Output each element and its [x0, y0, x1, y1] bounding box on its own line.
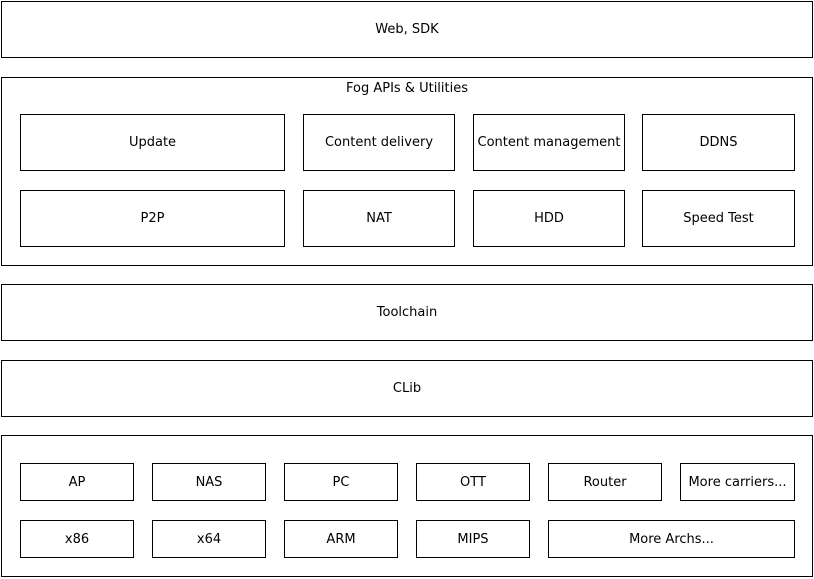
carrier-router-label: Router — [583, 474, 627, 490]
module-p2p: P2P — [20, 190, 285, 247]
layer-web-sdk: Web, SDK — [1, 1, 813, 58]
arch-mips-label: MIPS — [457, 531, 489, 547]
module-speed-test: Speed Test — [642, 190, 795, 247]
fog-apis-title: Fog APIs & Utilities — [345, 81, 469, 96]
arch-x64-label: x64 — [196, 531, 222, 547]
arch-more-label: More Archs... — [629, 531, 714, 547]
carrier-ap-label: AP — [68, 474, 86, 490]
module-hdd: HDD — [473, 190, 625, 247]
carrier-more: More carriers... — [680, 463, 795, 501]
arch-x86-label: x86 — [64, 531, 90, 547]
arch-arm-label: ARM — [326, 531, 356, 547]
layer-web-sdk-label: Web, SDK — [375, 22, 439, 37]
module-nat-label: NAT — [366, 211, 392, 226]
carrier-ott-label: OTT — [460, 474, 486, 490]
module-nat: NAT — [303, 190, 455, 247]
module-content-delivery: Content delivery — [303, 114, 455, 171]
module-content-delivery-label: Content delivery — [324, 135, 434, 150]
module-speed-test-label: Speed Test — [683, 211, 754, 226]
layer-toolchain-label: Toolchain — [376, 305, 438, 320]
carrier-ap: AP — [20, 463, 134, 501]
module-update-label: Update — [128, 135, 177, 150]
carrier-pc: PC — [284, 463, 398, 501]
carrier-router: Router — [548, 463, 662, 501]
carrier-pc-label: PC — [332, 474, 350, 490]
module-p2p-label: P2P — [140, 211, 165, 226]
module-hdd-label: HDD — [534, 211, 564, 226]
layer-clib: CLib — [1, 360, 813, 417]
layer-clib-label: CLib — [392, 381, 422, 396]
module-content-management-label: Content management — [477, 135, 621, 150]
layer-toolchain: Toolchain — [1, 284, 813, 341]
carrier-more-label: More carriers... — [688, 474, 787, 490]
module-ddns: DDNS — [642, 114, 795, 171]
arch-x64: x64 — [152, 520, 266, 558]
arch-arm: ARM — [284, 520, 398, 558]
arch-more: More Archs... — [548, 520, 795, 558]
carrier-ott: OTT — [416, 463, 530, 501]
carrier-nas-label: NAS — [195, 474, 223, 490]
module-ddns-label: DDNS — [699, 135, 738, 150]
arch-mips: MIPS — [416, 520, 530, 558]
module-update: Update — [20, 114, 285, 171]
arch-x86: x86 — [20, 520, 134, 558]
carrier-nas: NAS — [152, 463, 266, 501]
module-content-management: Content management — [473, 114, 625, 171]
